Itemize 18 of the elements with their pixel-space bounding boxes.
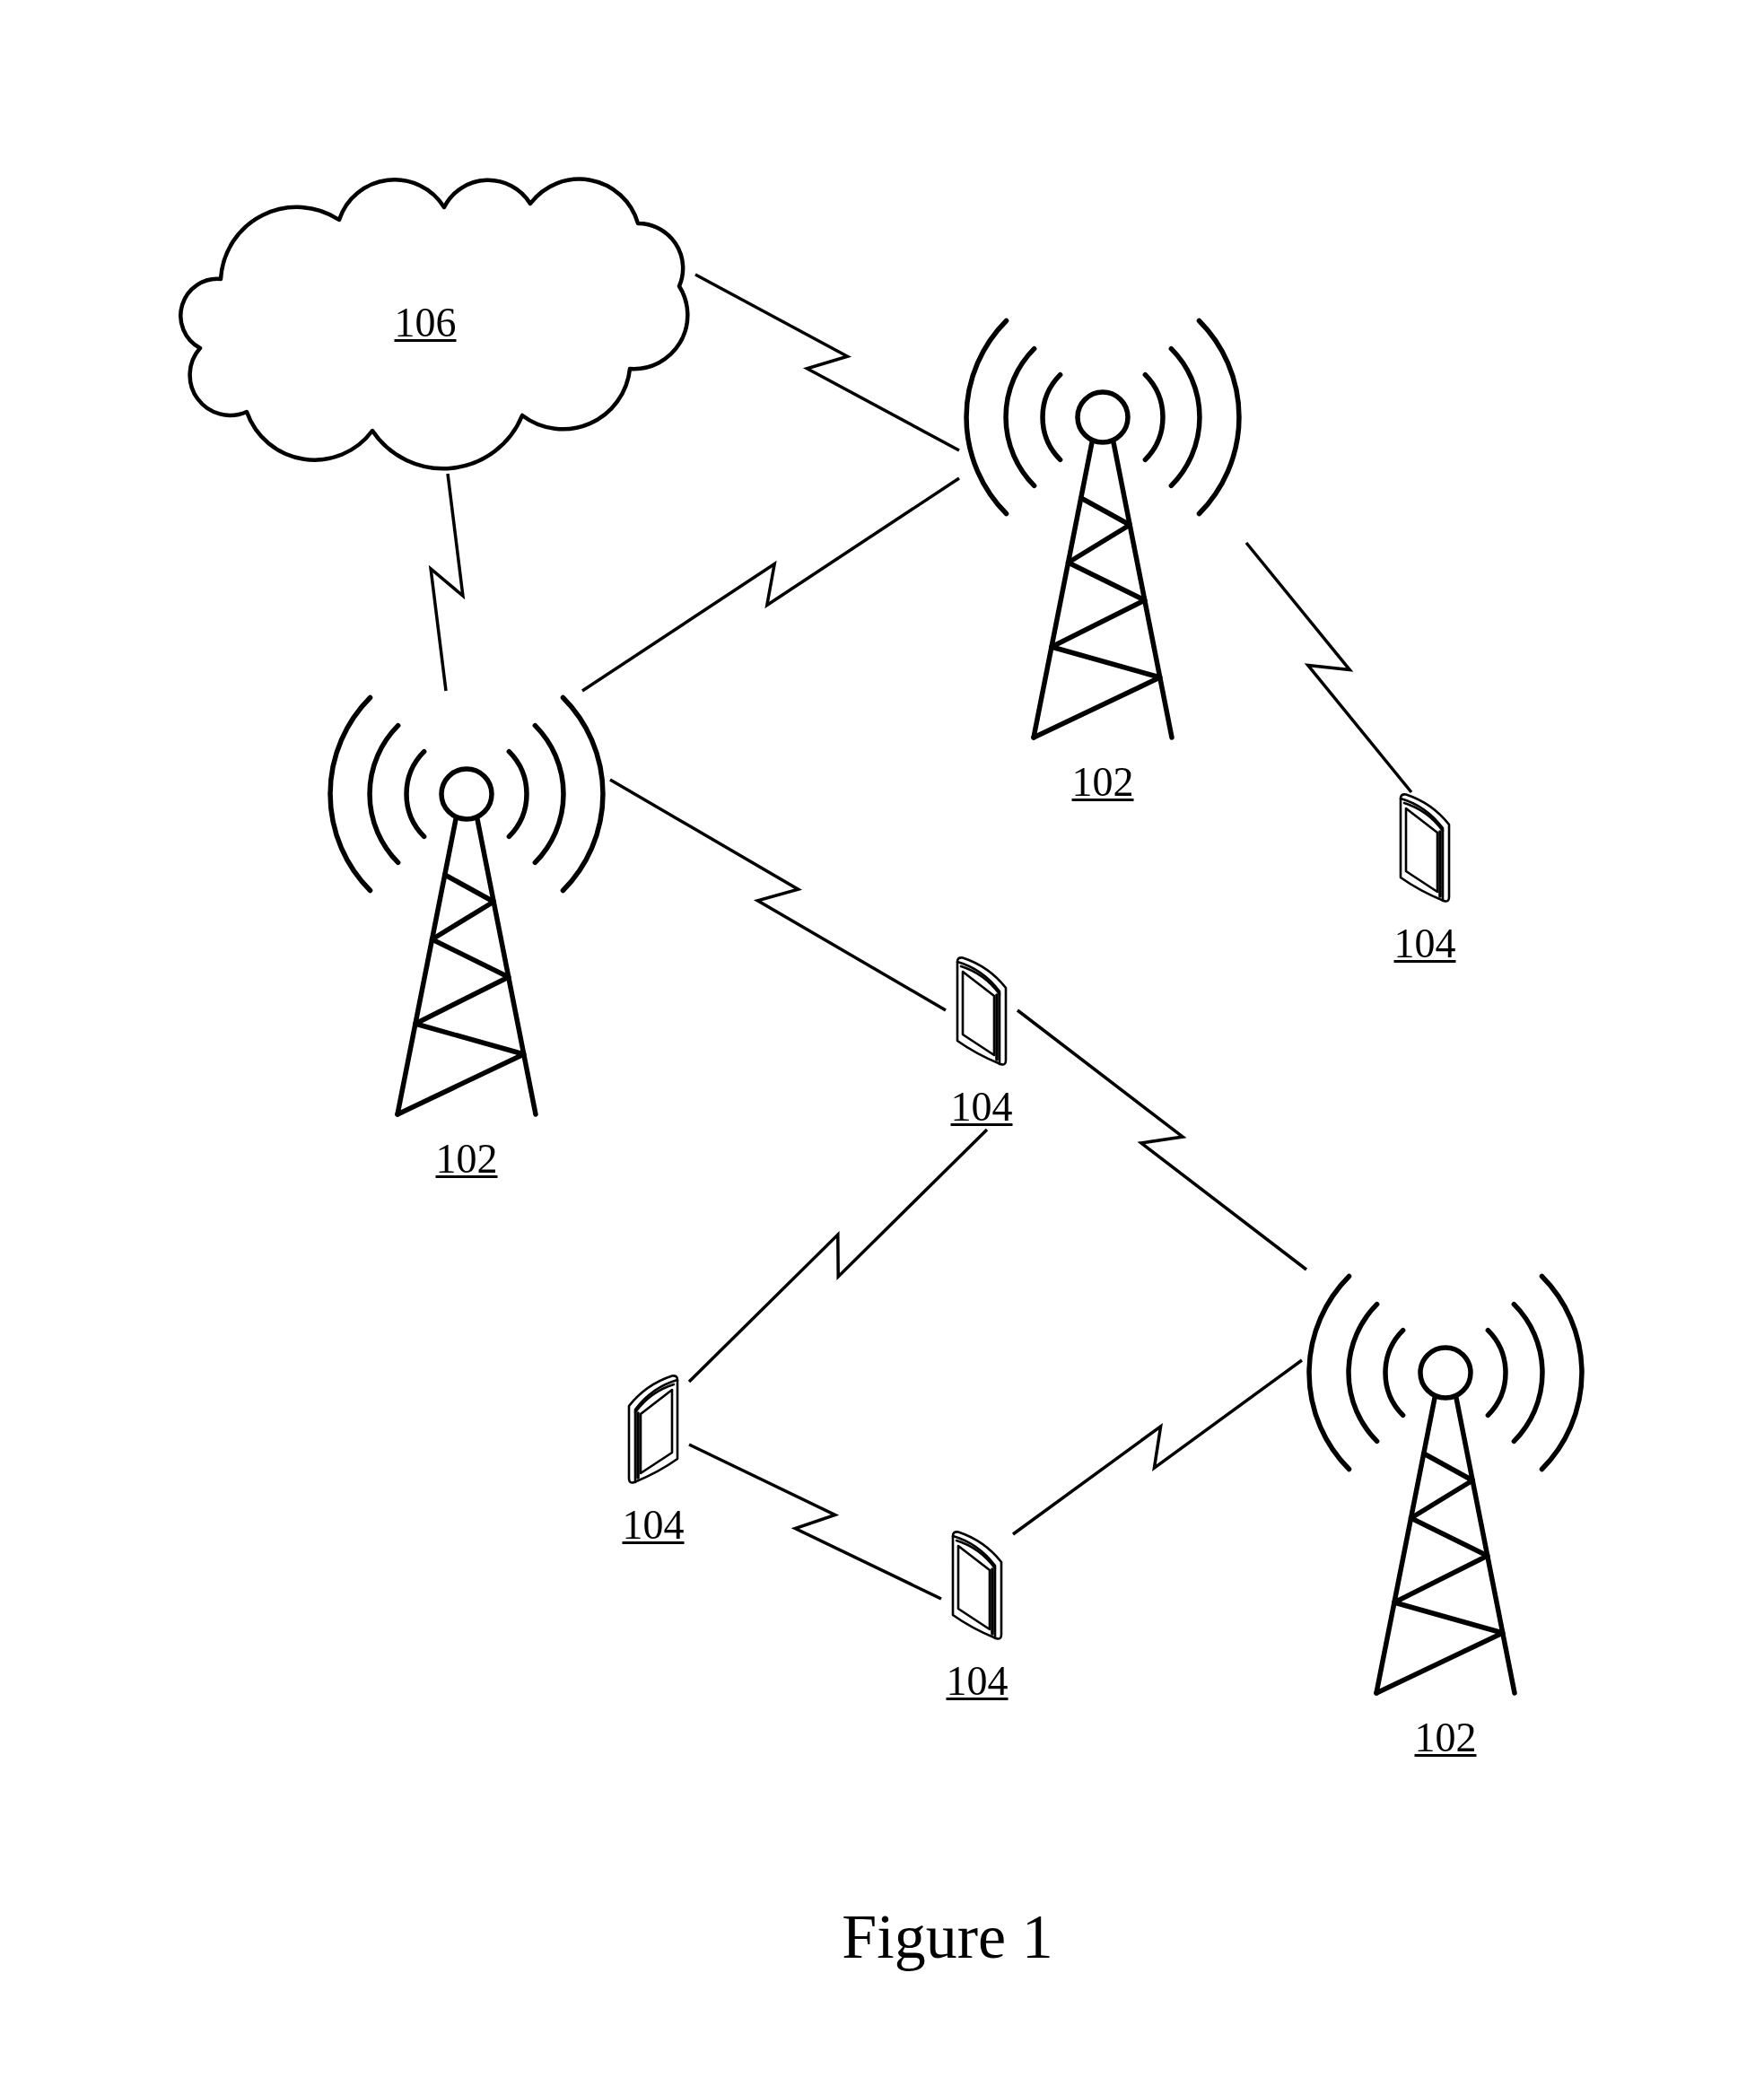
reference-number: 104 bbox=[1393, 921, 1456, 966]
reference-number: 102 bbox=[435, 1137, 498, 1182]
reference-number: 106 bbox=[394, 301, 457, 345]
reference-number: 104 bbox=[622, 1503, 685, 1548]
lightning-bolt-link bbox=[1016, 1008, 1308, 1271]
lightning-bolt-link bbox=[1244, 541, 1413, 794]
lightning-bolt-link bbox=[1011, 1358, 1304, 1536]
reference-number: 102 bbox=[1414, 1715, 1477, 1760]
reference-number: 104 bbox=[950, 1085, 1013, 1130]
figure-caption: Figure 1 bbox=[842, 1901, 1053, 1973]
lightning-bolt-link bbox=[609, 778, 947, 1012]
lightning-bolt-link bbox=[581, 476, 960, 693]
lightning-bolt-link bbox=[687, 1128, 989, 1384]
reference-number: 102 bbox=[1071, 760, 1134, 805]
lightning-bolt-link bbox=[694, 273, 960, 452]
lightning-bolt-link bbox=[688, 1443, 942, 1601]
reference-number: 104 bbox=[946, 1659, 1009, 1704]
lightning-bolt-link bbox=[428, 473, 466, 692]
